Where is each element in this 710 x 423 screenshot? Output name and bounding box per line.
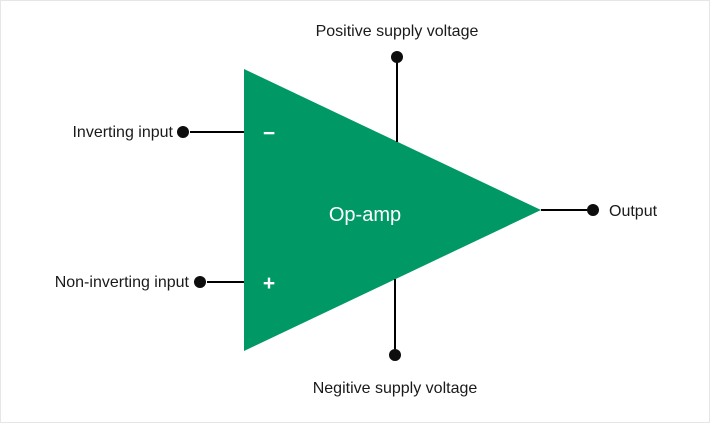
negative-supply-terminal-dot [389, 349, 401, 361]
non-inverting-plus-symbol: + [263, 272, 275, 295]
positive-supply-terminal-dot [391, 51, 403, 63]
opamp-triangle-body [244, 69, 541, 351]
output-terminal-dot [587, 204, 599, 216]
positive-supply-label: Positive supply voltage [316, 23, 479, 40]
negative-supply-label: Negitive supply voltage [313, 380, 478, 397]
non-inverting-input-terminal-dot [194, 276, 206, 288]
opamp-title: Op-amp [329, 204, 401, 226]
output-label: Output [609, 203, 658, 220]
non-inverting-input-label: Non-inverting input [55, 274, 190, 291]
inverting-input-terminal-dot [177, 126, 189, 138]
inverting-input-label: Inverting input [72, 124, 173, 141]
inverting-minus-symbol: − [263, 122, 275, 145]
